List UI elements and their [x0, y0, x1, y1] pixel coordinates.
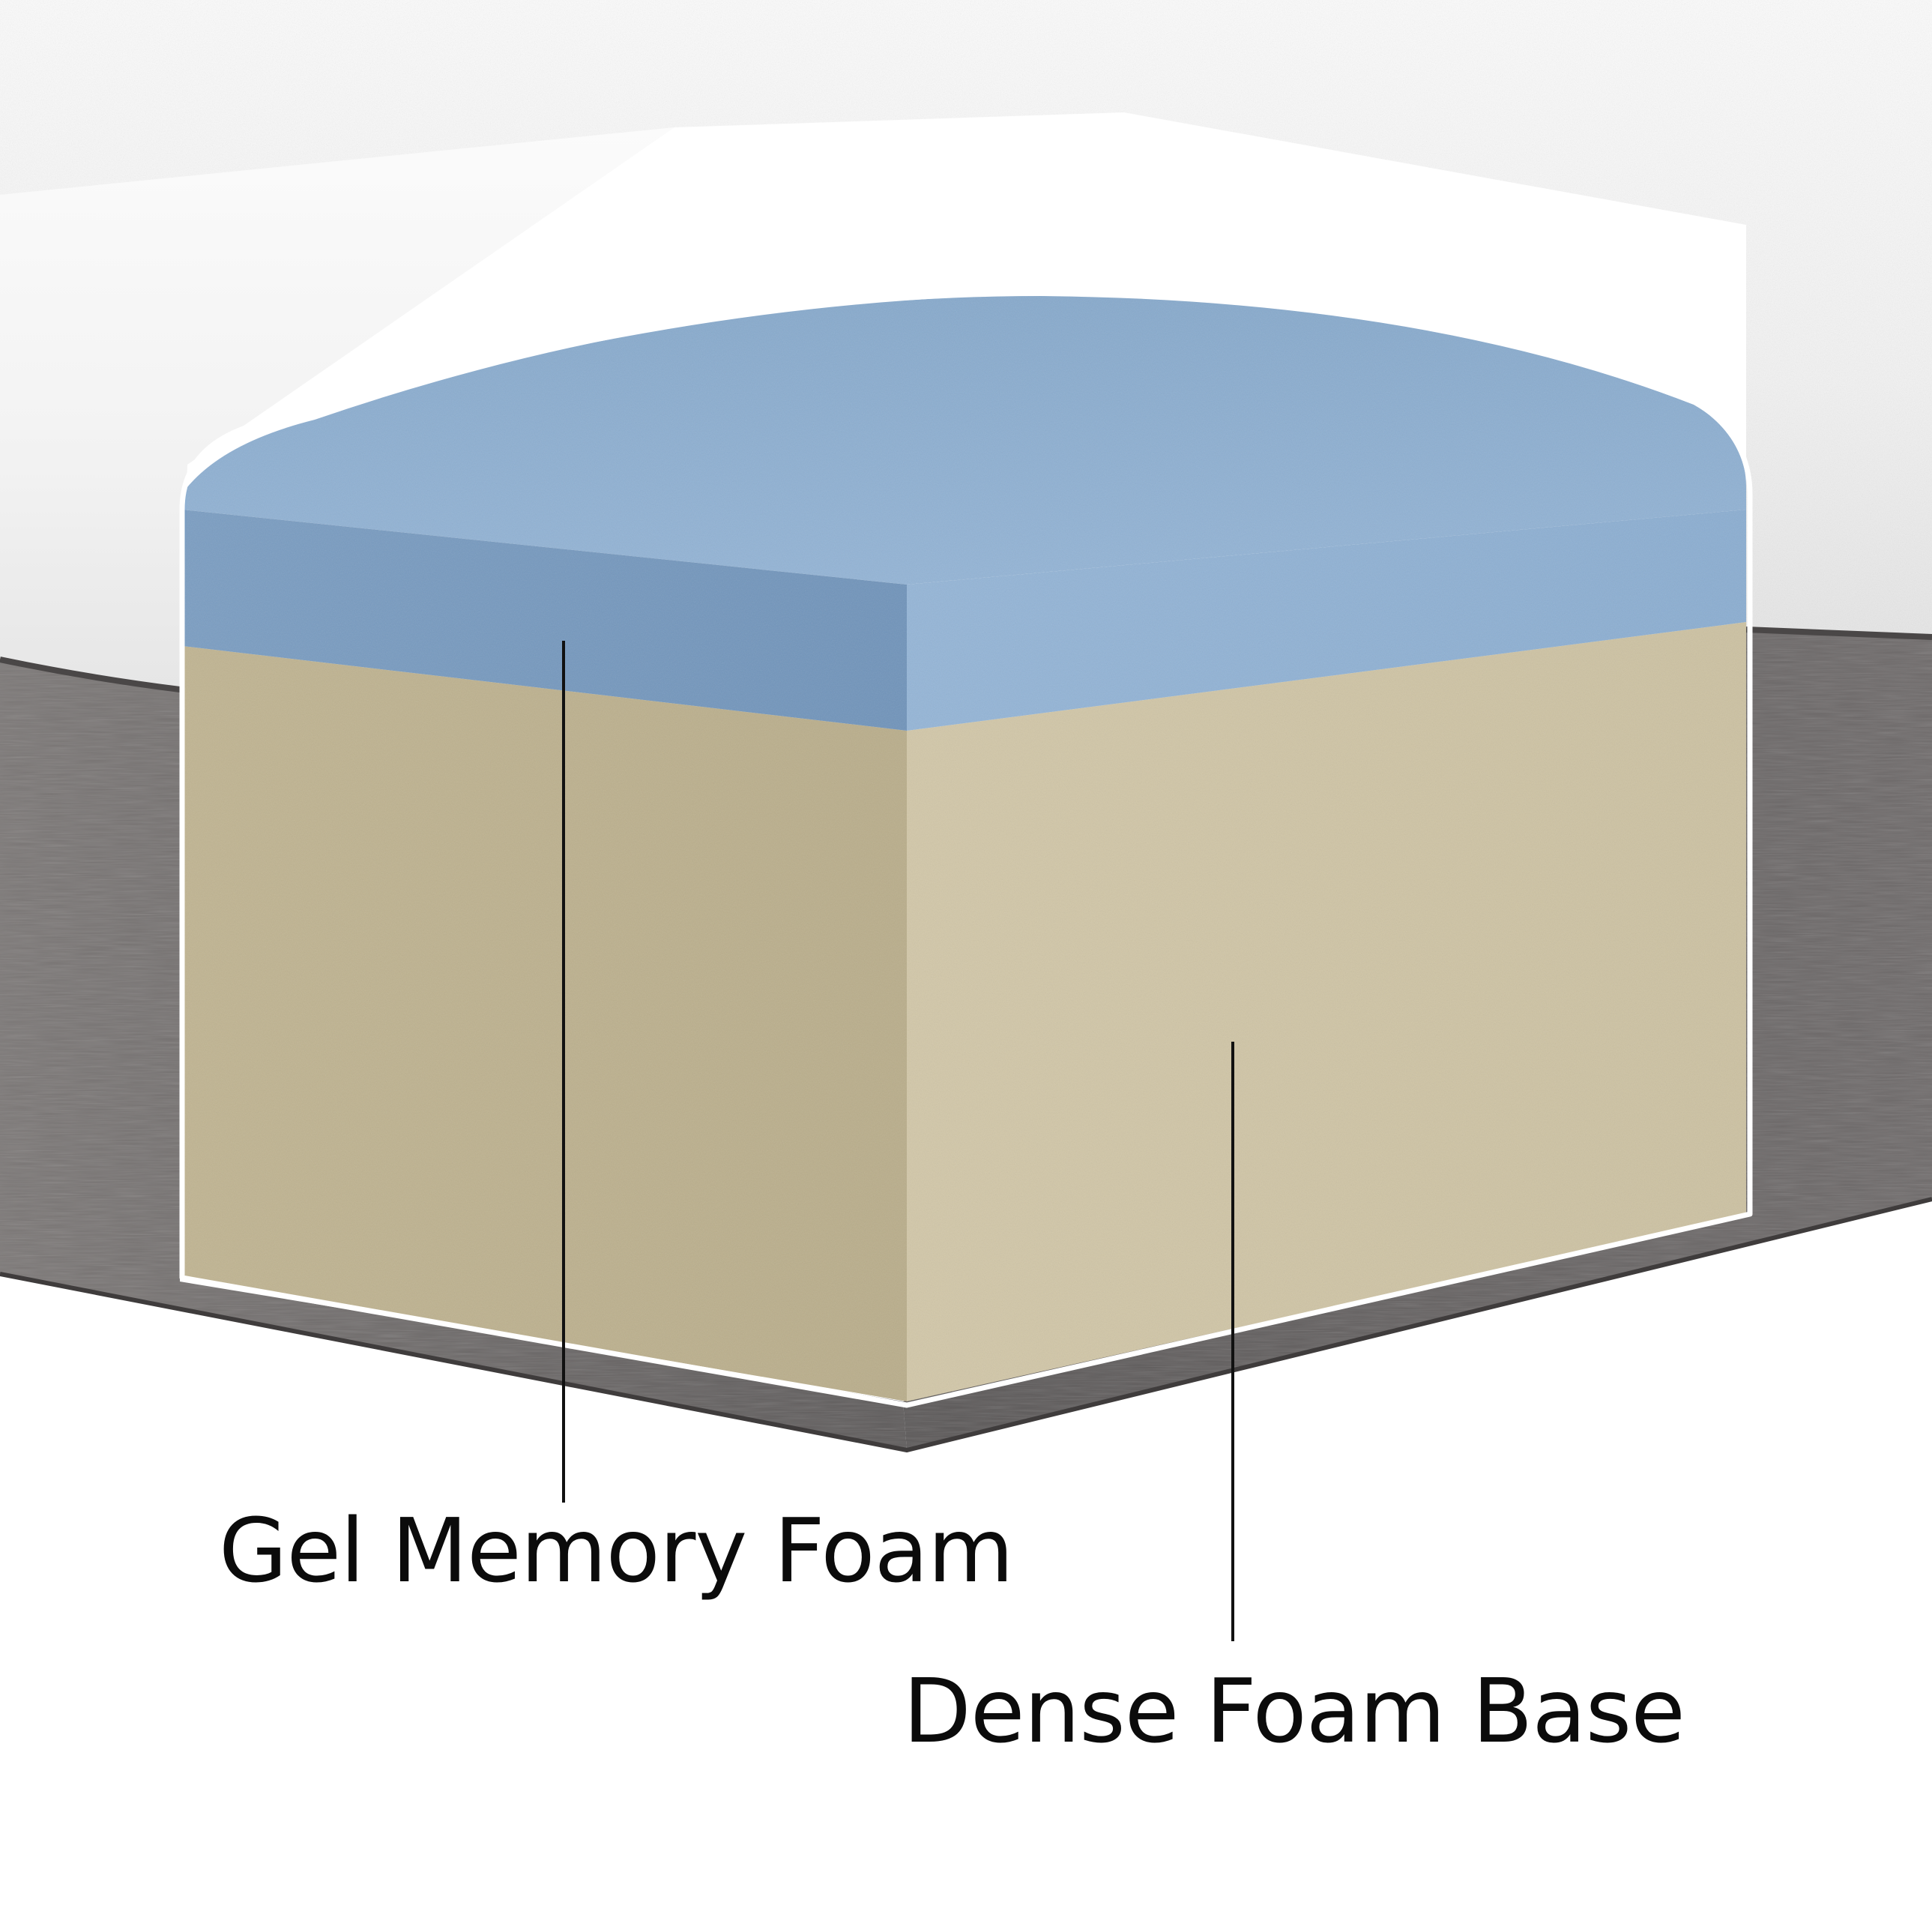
cutout-outline — [179, 289, 1753, 1408]
dense-foam-base-label: Dense Foam Base — [903, 1659, 1685, 1763]
cover-top-texture — [0, 0, 1932, 637]
gel-memory-foam-label: Gel Memory Foam — [219, 1499, 1014, 1602]
cover-side-band-left-texture — [0, 659, 907, 1450]
cutaway-block — [179, 289, 1753, 1408]
cover-side-band-right-texture — [903, 630, 1932, 1450]
base-layer-side-texture — [907, 622, 1746, 1401]
cover-top-surface-left — [0, 127, 674, 689]
base-layer-front-texture — [182, 646, 907, 1401]
cover-piping-seam — [0, 627, 1932, 692]
mattress-cover — [0, 0, 1932, 1453]
cover-bottom-seam — [0, 1197, 1932, 1453]
gel-layer-texture — [182, 296, 1746, 731]
